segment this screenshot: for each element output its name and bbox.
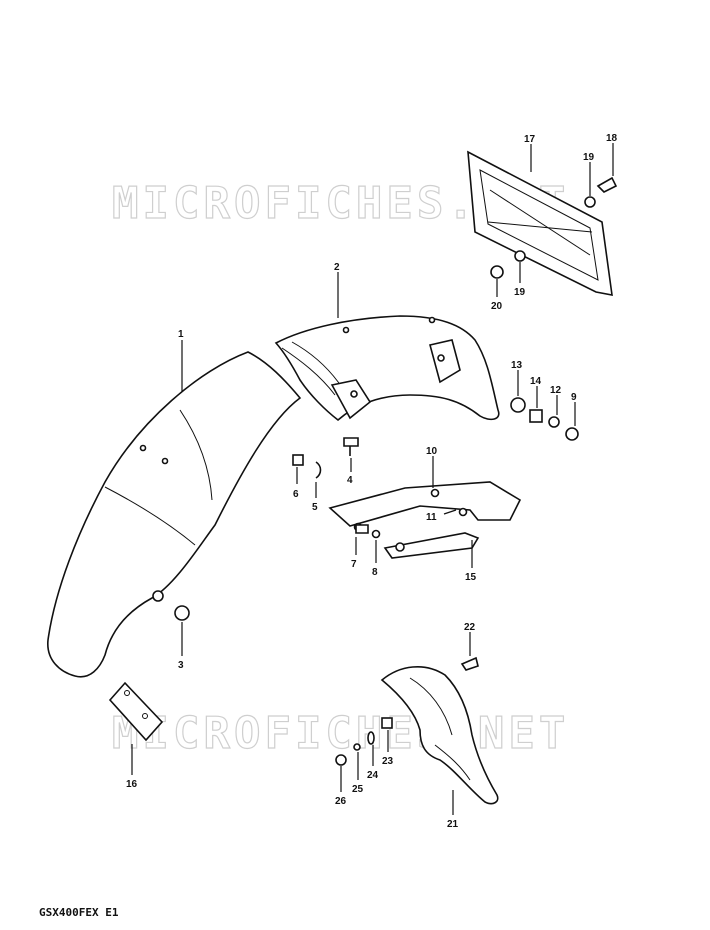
washer-5-part xyxy=(315,461,322,479)
callout-10: 10 xyxy=(426,446,438,457)
bracket-part xyxy=(328,481,522,559)
inner-fender-part xyxy=(380,665,499,805)
collar-14-part xyxy=(529,409,543,423)
callout-5: 5 xyxy=(312,502,318,513)
callout-12: 12 xyxy=(550,385,562,396)
callout-15: 15 xyxy=(465,572,477,583)
callout-16: 16 xyxy=(126,779,138,790)
washer-8-part xyxy=(371,529,381,539)
callout-11: 11 xyxy=(426,512,437,523)
nut-13-part xyxy=(510,397,526,413)
nut-19-top-part xyxy=(584,196,596,208)
license-plate-bracket-part xyxy=(467,150,613,296)
callout-17: 17 xyxy=(524,134,536,145)
fender-extension-part xyxy=(274,315,500,422)
callout-22: 22 xyxy=(464,622,476,633)
nut-26-part xyxy=(335,754,347,766)
collar-23-part xyxy=(381,717,393,729)
bolt-22-part xyxy=(460,656,479,671)
grommet-24-part xyxy=(367,731,375,745)
rear-fender-part xyxy=(47,351,302,678)
bolt-7-part xyxy=(355,524,369,534)
model-code: GSX400FEX E1 xyxy=(39,906,119,919)
callout-23: 23 xyxy=(382,756,394,767)
nut-19-bottom-part xyxy=(514,250,526,262)
callout-24: 24 xyxy=(367,770,379,781)
callout-4: 4 xyxy=(347,475,353,486)
callout-19-top: 19 xyxy=(583,152,595,163)
nut-9-part xyxy=(565,427,579,441)
washer-12-part xyxy=(548,416,560,428)
washer-25-part xyxy=(353,743,361,751)
nut-20-part xyxy=(490,265,504,279)
watermark-bottom: MICROFICHES.NET xyxy=(112,708,569,759)
reflector-part xyxy=(108,681,164,742)
leader-lines xyxy=(131,143,614,815)
callout-25: 25 xyxy=(352,784,364,795)
callout-14: 14 xyxy=(530,376,542,387)
callout-1: 1 xyxy=(178,329,184,340)
callout-3: 3 xyxy=(178,660,184,671)
callout-2: 2 xyxy=(334,262,340,273)
bolt-18-part xyxy=(596,176,618,193)
callout-9: 9 xyxy=(571,392,577,403)
bolt-4-part xyxy=(343,437,359,456)
nut-6-part xyxy=(292,454,304,466)
callout-26: 26 xyxy=(335,796,347,807)
callout-13: 13 xyxy=(511,360,523,371)
callout-7: 7 xyxy=(351,559,357,570)
callout-18: 18 xyxy=(606,133,618,144)
callout-8: 8 xyxy=(372,567,378,578)
nut-3-part xyxy=(174,605,190,621)
callout-20: 20 xyxy=(491,301,503,312)
callout-6: 6 xyxy=(293,489,299,500)
callout-21: 21 xyxy=(447,819,459,830)
callout-19-bottom: 19 xyxy=(514,287,526,298)
callout-labels: 1 2 3 4 5 6 7 8 9 10 11 12 13 14 15 16 1… xyxy=(126,133,618,830)
